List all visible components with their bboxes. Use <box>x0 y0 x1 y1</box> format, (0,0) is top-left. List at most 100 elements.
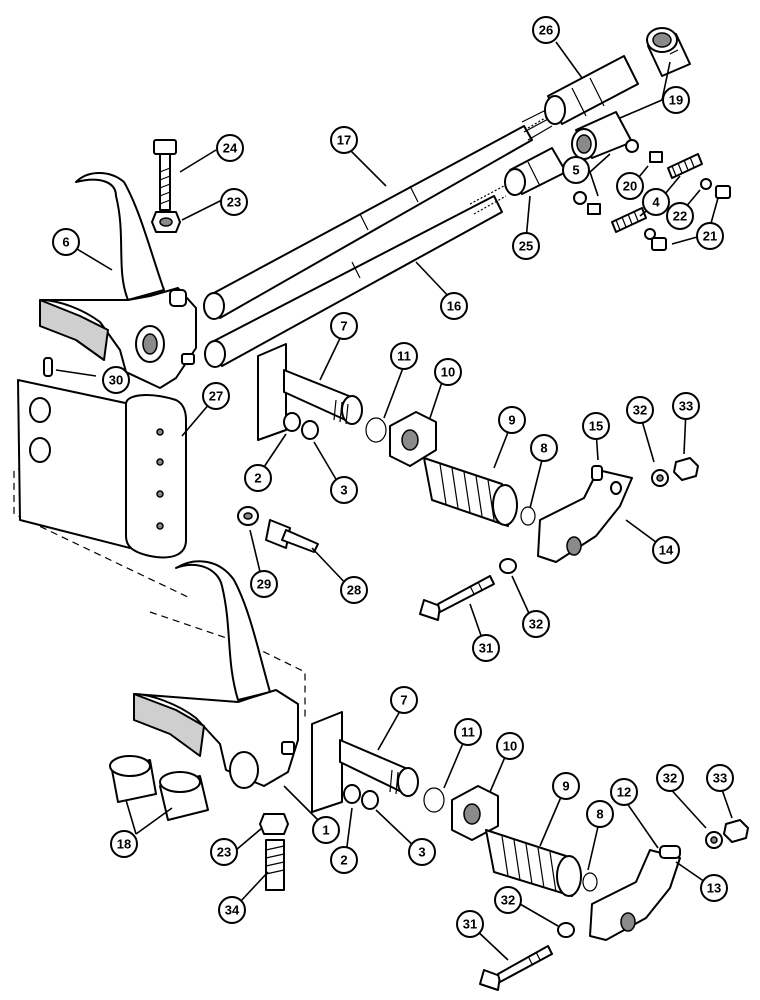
callout: 9 <box>552 772 580 800</box>
callout-label: 18 <box>117 837 131 852</box>
lever-14 <box>537 465 633 563</box>
callout: 15 <box>582 412 610 440</box>
o-ring-8-upper <box>520 506 536 526</box>
callout: 6 <box>52 228 80 256</box>
detent-balls-springs-plugs <box>573 139 731 251</box>
callout: 18 <box>110 830 138 858</box>
callout: 31 <box>472 634 500 662</box>
washer-29 <box>237 506 259 526</box>
washers-2-3-upper <box>283 412 319 440</box>
callout-label: 6 <box>62 235 69 250</box>
shift-shaft-7-lower <box>311 711 419 813</box>
callout-label: 30 <box>109 373 123 388</box>
callout-label: 33 <box>679 399 693 414</box>
callout-label: 7 <box>340 319 347 334</box>
o-ring-11-upper <box>365 417 387 443</box>
callout-label: 19 <box>669 93 683 108</box>
nut-10-lower <box>451 785 499 841</box>
callout: 32 <box>494 886 522 914</box>
callout: 27 <box>202 382 230 410</box>
bolt-34 <box>265 839 285 891</box>
callout-label: 8 <box>540 441 547 456</box>
callout: 8 <box>530 434 558 462</box>
callout-label: 27 <box>209 389 223 404</box>
callout-label: 23 <box>217 845 231 860</box>
shift-fork-1 <box>133 560 299 789</box>
interlock-plate-27 <box>17 379 187 559</box>
callout-label: 3 <box>418 845 425 860</box>
nut-23-lower <box>259 813 289 835</box>
callout: 10 <box>434 358 462 386</box>
callout-label: 32 <box>529 617 543 632</box>
callout: 11 <box>390 342 418 370</box>
callout-label: 24 <box>223 141 238 156</box>
callout-label: 9 <box>562 779 569 794</box>
callout-label: 20 <box>623 179 637 194</box>
washers-2-3-lower <box>343 784 379 810</box>
callout: 7 <box>330 312 358 340</box>
callout-label: 21 <box>703 229 717 244</box>
nut-10-upper <box>389 411 437 467</box>
callout-label: 28 <box>347 583 361 598</box>
callout: 31 <box>456 910 484 938</box>
callout: 33 <box>706 764 734 792</box>
callout-label: 12 <box>617 785 631 800</box>
callout: 26 <box>532 16 560 44</box>
callout-label: 7 <box>400 693 407 708</box>
callout: 11 <box>454 718 482 746</box>
callout: 24 <box>216 134 244 162</box>
lever-12 <box>589 845 681 941</box>
shift-rail-16 <box>204 185 507 368</box>
washer-32-bottom <box>557 922 575 938</box>
callout-label: 2 <box>340 853 347 868</box>
bushing-9-lower <box>485 829 582 897</box>
callout: 32 <box>656 764 684 792</box>
bolt-28 <box>265 519 319 553</box>
callout-label: 32 <box>501 893 515 908</box>
callout: 21 <box>696 222 724 250</box>
callout-label: 11 <box>461 725 475 740</box>
callout: 17 <box>330 126 358 154</box>
callout: 32 <box>626 396 654 424</box>
callout: 7 <box>390 686 418 714</box>
callout: 2 <box>244 464 272 492</box>
callout: 9 <box>498 406 526 434</box>
pin-30 <box>43 357 53 377</box>
callout-label: 22 <box>673 209 687 224</box>
callout: 3 <box>408 838 436 866</box>
callout-label: 1 <box>322 823 329 838</box>
o-ring-11-lower <box>423 787 445 813</box>
callout-label: 11 <box>397 349 411 364</box>
callout: 13 <box>700 874 728 902</box>
callout-label: 10 <box>503 739 517 754</box>
callout: 23 <box>220 188 248 216</box>
callout: 2 <box>330 846 358 874</box>
callout: 4 <box>642 188 670 216</box>
callout-label: 14 <box>659 543 674 558</box>
callout-label: 10 <box>441 365 455 380</box>
callout-label: 2 <box>254 471 261 486</box>
callout: 10 <box>496 732 524 760</box>
callout-label: 33 <box>713 771 727 786</box>
callout-label: 9 <box>508 413 515 428</box>
callout-label: 8 <box>596 807 603 822</box>
callout: 8 <box>586 800 614 828</box>
callout: 32 <box>522 610 550 638</box>
callout: 14 <box>652 536 680 564</box>
callout-label: 31 <box>463 917 477 932</box>
callout-label: 13 <box>707 881 721 896</box>
callout-label: 29 <box>257 577 271 592</box>
callout-label: 17 <box>337 133 351 148</box>
callout: 3 <box>330 476 358 504</box>
callout: 19 <box>662 86 690 114</box>
callout: 28 <box>340 576 368 604</box>
callout: 33 <box>672 392 700 420</box>
callout-label: 25 <box>519 239 533 254</box>
callout-label: 31 <box>479 641 493 656</box>
callout: 5 <box>562 156 590 184</box>
shift-fork-6 <box>39 172 197 389</box>
bushing-9-upper <box>423 457 518 527</box>
callout-label: 32 <box>633 403 647 418</box>
callout: 30 <box>102 366 130 394</box>
